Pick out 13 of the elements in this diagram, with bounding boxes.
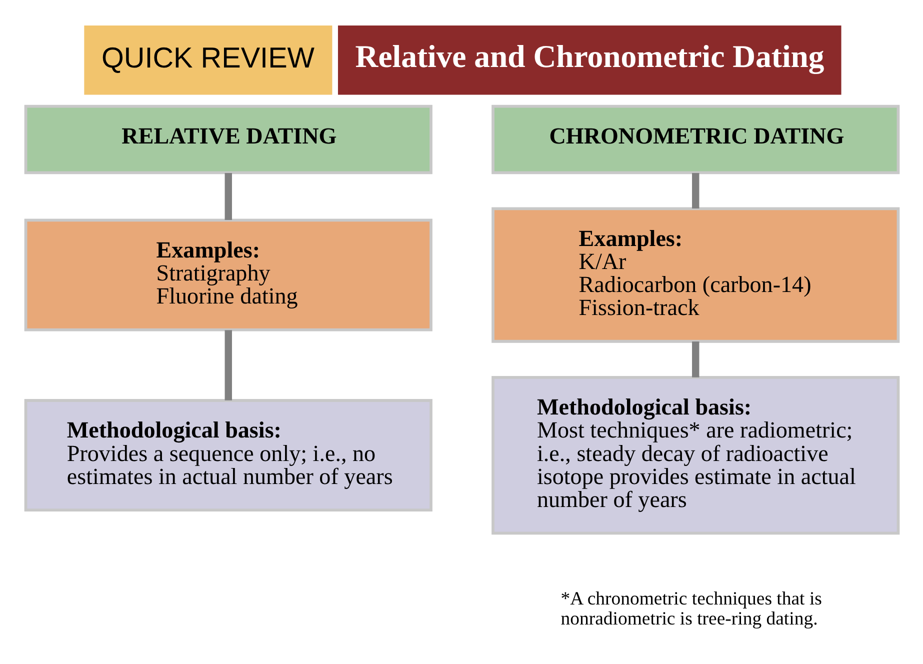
node-box: RELATIVE DATING [24,104,432,174]
node-box: Methodological basis: Provides a sequence only; i.e., no estimates in actual number of years [24,399,432,512]
connector [224,173,232,220]
node-box: Examples: Stratigraphy Fluorine dating [24,218,432,332]
label: *A chronometric techniques that is nonradiometric is tree-ring dating. [560,588,822,630]
node-box: CHRONOMETRIC DATING [491,104,900,174]
diagram-title: Relative and Chronometric Dating [354,38,824,74]
connector [692,342,699,378]
connector [224,330,232,400]
label: QUICK REVIEW [100,42,314,74]
node-box: Methodological basis: Most techniques* are radiometric; i.e., steady decay of radioactive isotope provides estimate in actual number of years [491,376,900,535]
connector [692,173,699,208]
node-box: Examples: K/Ar Radiocarbon (carbon-14) Fission-track [491,207,900,343]
